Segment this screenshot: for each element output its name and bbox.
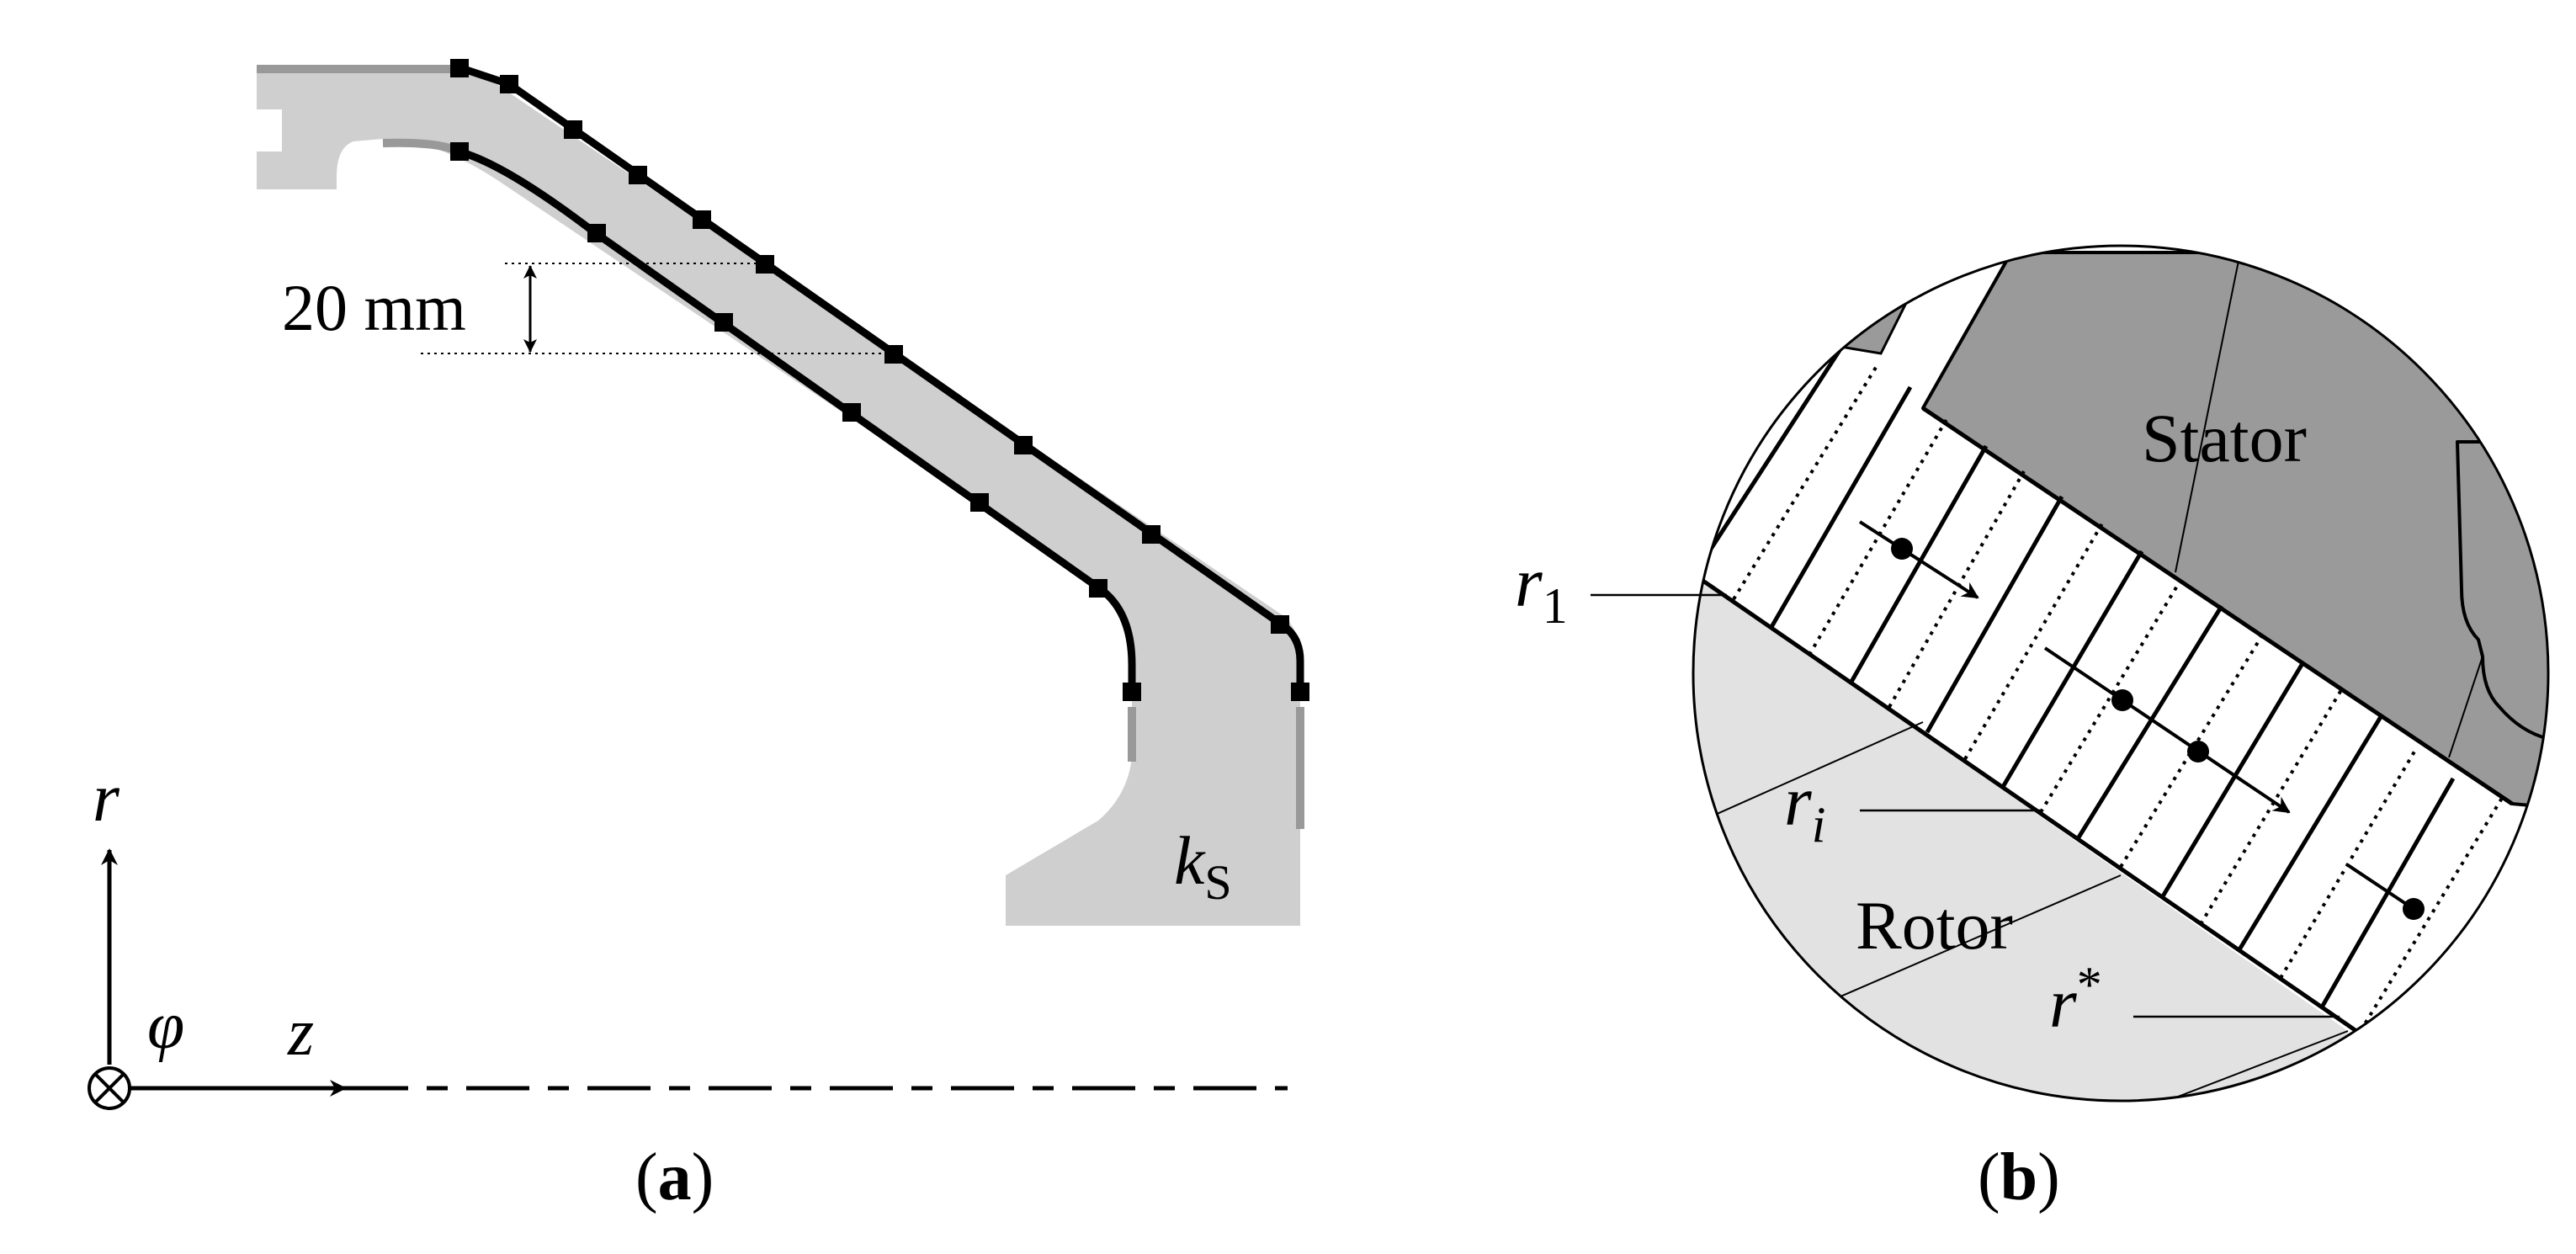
ri-sub: i [1812,797,1826,853]
sensor-marker [970,493,989,512]
inner-edge-dark [382,138,461,156]
caption-a-open: ( [635,1140,658,1214]
magnified-view [1693,246,2548,1101]
rotor-boundary [1693,553,2358,1033]
flux-point [2403,898,2425,920]
sensor-marker [884,345,903,364]
sensor-marker [629,166,647,184]
r1-label: r1 [1515,544,1568,634]
rstar-sup: * [2077,957,2102,1012]
rotor-divider [1809,874,2122,1011]
sensor-marker [564,120,582,139]
rstar-base: r [2049,964,2077,1043]
phi-axis-into-page-icon [88,1066,131,1110]
stator-divider [2448,656,2483,758]
flux-segment [2346,863,2415,911]
rotor-label: Rotor [1856,887,2013,964]
sensor-marker [1123,683,1141,701]
inner-sensor-markers [450,142,1141,701]
sensor-marker [500,75,518,93]
sensor-marker [450,142,469,161]
cell-walls [1693,343,2456,1007]
stator-body-shape [257,67,1300,926]
cell-centerlines [1732,364,2505,1033]
k-s-label-sub: S [1204,855,1231,910]
inner-measurement-path [457,147,1136,690]
stator-divider [2175,260,2239,573]
flux-point [2111,689,2133,711]
ri-base: r [1784,762,1812,841]
sensor-marker [714,313,733,332]
axis-label-r: r [93,759,120,836]
sensor-marker [756,255,774,274]
caption-a-letter: a [658,1140,692,1214]
caption-a-close: ) [692,1140,714,1214]
rotor-divider [2162,1030,2349,1101]
sensor-marker [1271,615,1289,634]
sensor-marker [1291,683,1309,701]
sensor-marker [587,224,606,242]
ri-label: ri [1784,762,1825,853]
sensor-marker [1142,525,1161,544]
magnifier-lens [1692,244,2550,1103]
panel-a: 20 mm kS r φ z (a) [88,59,1309,1214]
caption-b-close: ) [2037,1140,2060,1214]
sensor-marker [1014,436,1033,454]
flux-point [1891,538,1913,560]
flux-arrow [1858,520,1979,599]
sensor-marker [842,403,861,422]
caption-b-open: ( [1978,1140,2000,1214]
caption-a: (a) [635,1140,714,1214]
sensor-marker [450,59,469,77]
k-s-label: kS [1174,822,1232,910]
sensor-marker [1089,579,1107,598]
flux-arrow [2043,646,2291,814]
flux-point [2187,741,2209,762]
rotor-divider [1693,721,1924,830]
k-s-label-base: k [1174,822,1206,899]
axis-label-phi: φ [147,989,184,1063]
stator-region [1921,251,2548,810]
r1-sub: 1 [1543,578,1568,634]
dimension-label: 20 mm [282,271,466,344]
rstar-label: r* [2049,957,2102,1043]
stator-boundary [1921,406,2514,806]
axis-label-z: z [287,996,314,1070]
r1-base: r [1515,544,1543,622]
panel-b: Stator Rotor r1 ri r* (b) [1515,244,2550,1214]
caption-b: (b) [1978,1140,2060,1214]
outer-sensor-markers [450,59,1309,701]
stator-label: Stator [2142,400,2307,476]
sensor-marker [693,210,711,229]
caption-b-letter: b [2000,1140,2038,1214]
